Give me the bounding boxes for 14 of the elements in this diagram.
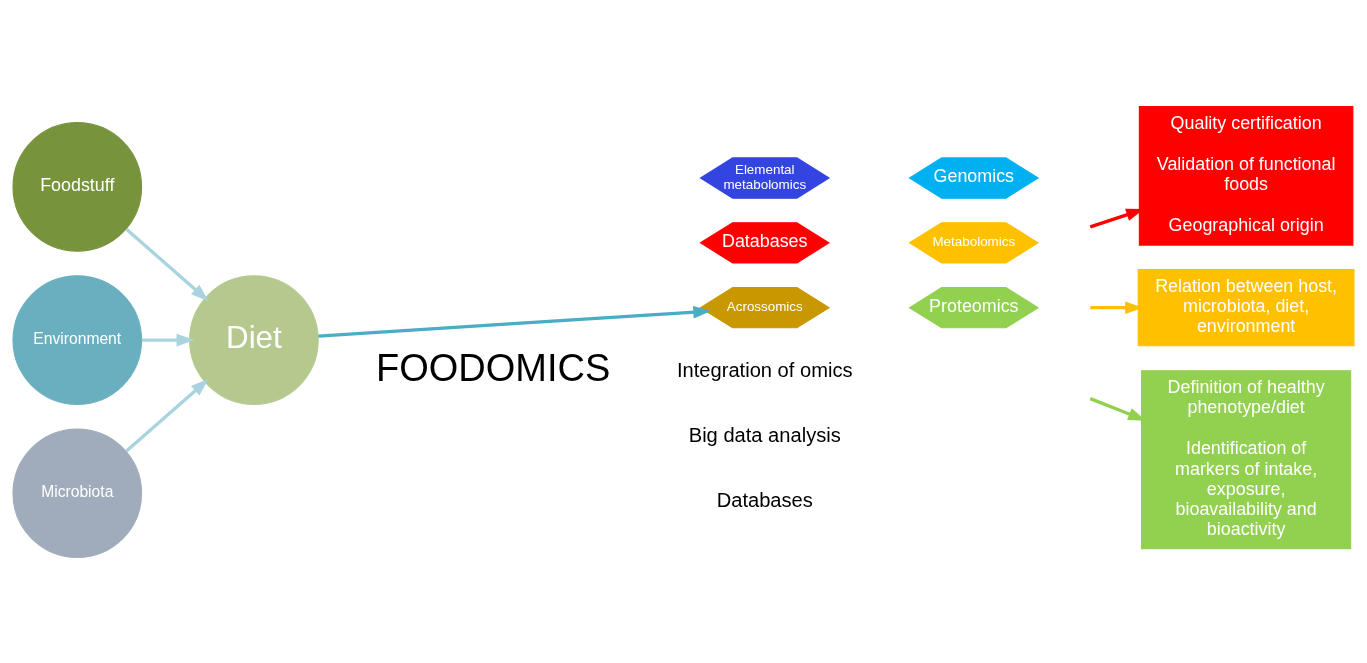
node-circle: Environment [12, 274, 143, 405]
label: Integration of omics [677, 358, 853, 381]
node-circle: Foodstuff [12, 121, 143, 252]
label: Big data analysis [688, 423, 841, 446]
node-box: Quality certification Validation of functional foods Geographical origin [1138, 105, 1354, 246]
node-box: Definition of healthy phenotype/diet Identification of markers of intake, exposure, bioavailability and bioactivity [1141, 369, 1352, 549]
node-circle: Microbiota [12, 427, 143, 558]
arrow [318, 305, 712, 338]
arrow [125, 378, 209, 452]
node-box: Relation between host, microbiota, diet, environment [1137, 268, 1355, 346]
arrow [125, 227, 209, 301]
label: Databases [716, 488, 813, 511]
arrow [141, 333, 195, 346]
label: FOODOMICS [375, 346, 611, 389]
